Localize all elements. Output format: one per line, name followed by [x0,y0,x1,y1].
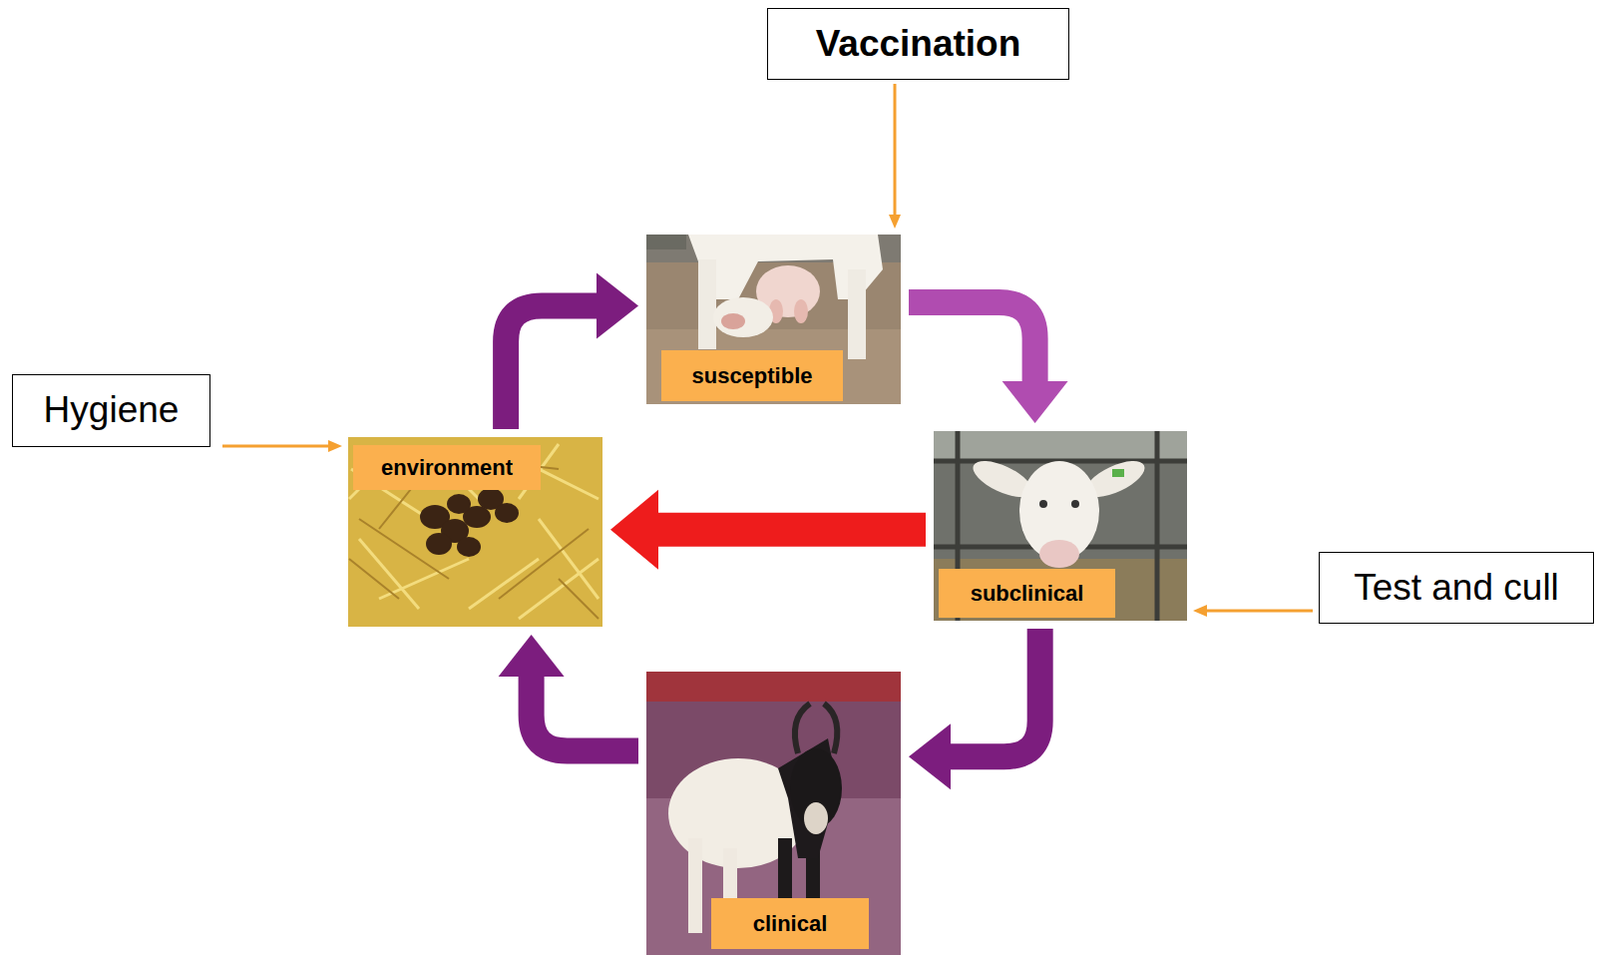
stage-tag: environment [353,444,541,490]
block-arrow [908,628,1041,790]
stage-tag: subclinical [938,568,1116,618]
goat-photo [646,234,901,404]
arrow-head [328,439,343,452]
arrow-shaft [222,444,330,448]
photo-node: susceptible [646,234,901,404]
block-arrow [908,302,1069,423]
stage-tag: susceptible [661,350,843,401]
arrow-shaft [908,302,1036,383]
arrow-head [888,214,901,229]
label-box: Test and cull [1318,551,1595,624]
straw-photo [348,436,603,627]
label-box: Vaccination [767,7,1070,80]
arrow-head [596,272,639,339]
control-arrow [888,83,901,229]
arrow-head [610,489,659,570]
arrow-head [1002,381,1069,423]
photo-node: subclinical [933,430,1188,621]
arrow-head [908,723,951,790]
arrow-shaft [531,675,639,752]
stage-tag: clinical [711,897,869,949]
arrow-shaft [1205,609,1313,613]
measure-label: Test and cull [1353,567,1560,609]
label-box: Hygiene [11,374,211,447]
block-arrow [498,634,639,752]
photo-node: environment [348,436,603,627]
arrow-head [1193,604,1207,617]
arrow-head [498,634,565,677]
photo-node: clinical [646,671,901,955]
control-arrow [222,439,343,452]
measure-label: Hygiene [43,390,180,431]
goat-photo [933,430,1188,621]
measure-label: Vaccination [815,23,1022,65]
block-arrow [610,489,926,570]
arrow-shaft [505,305,598,429]
block-arrow [505,272,639,429]
arrow-shaft [893,83,897,216]
arrow-shaft [657,512,926,547]
arrow-shaft [949,628,1041,757]
goat-photo [646,671,901,955]
control-arrow [1193,604,1313,617]
